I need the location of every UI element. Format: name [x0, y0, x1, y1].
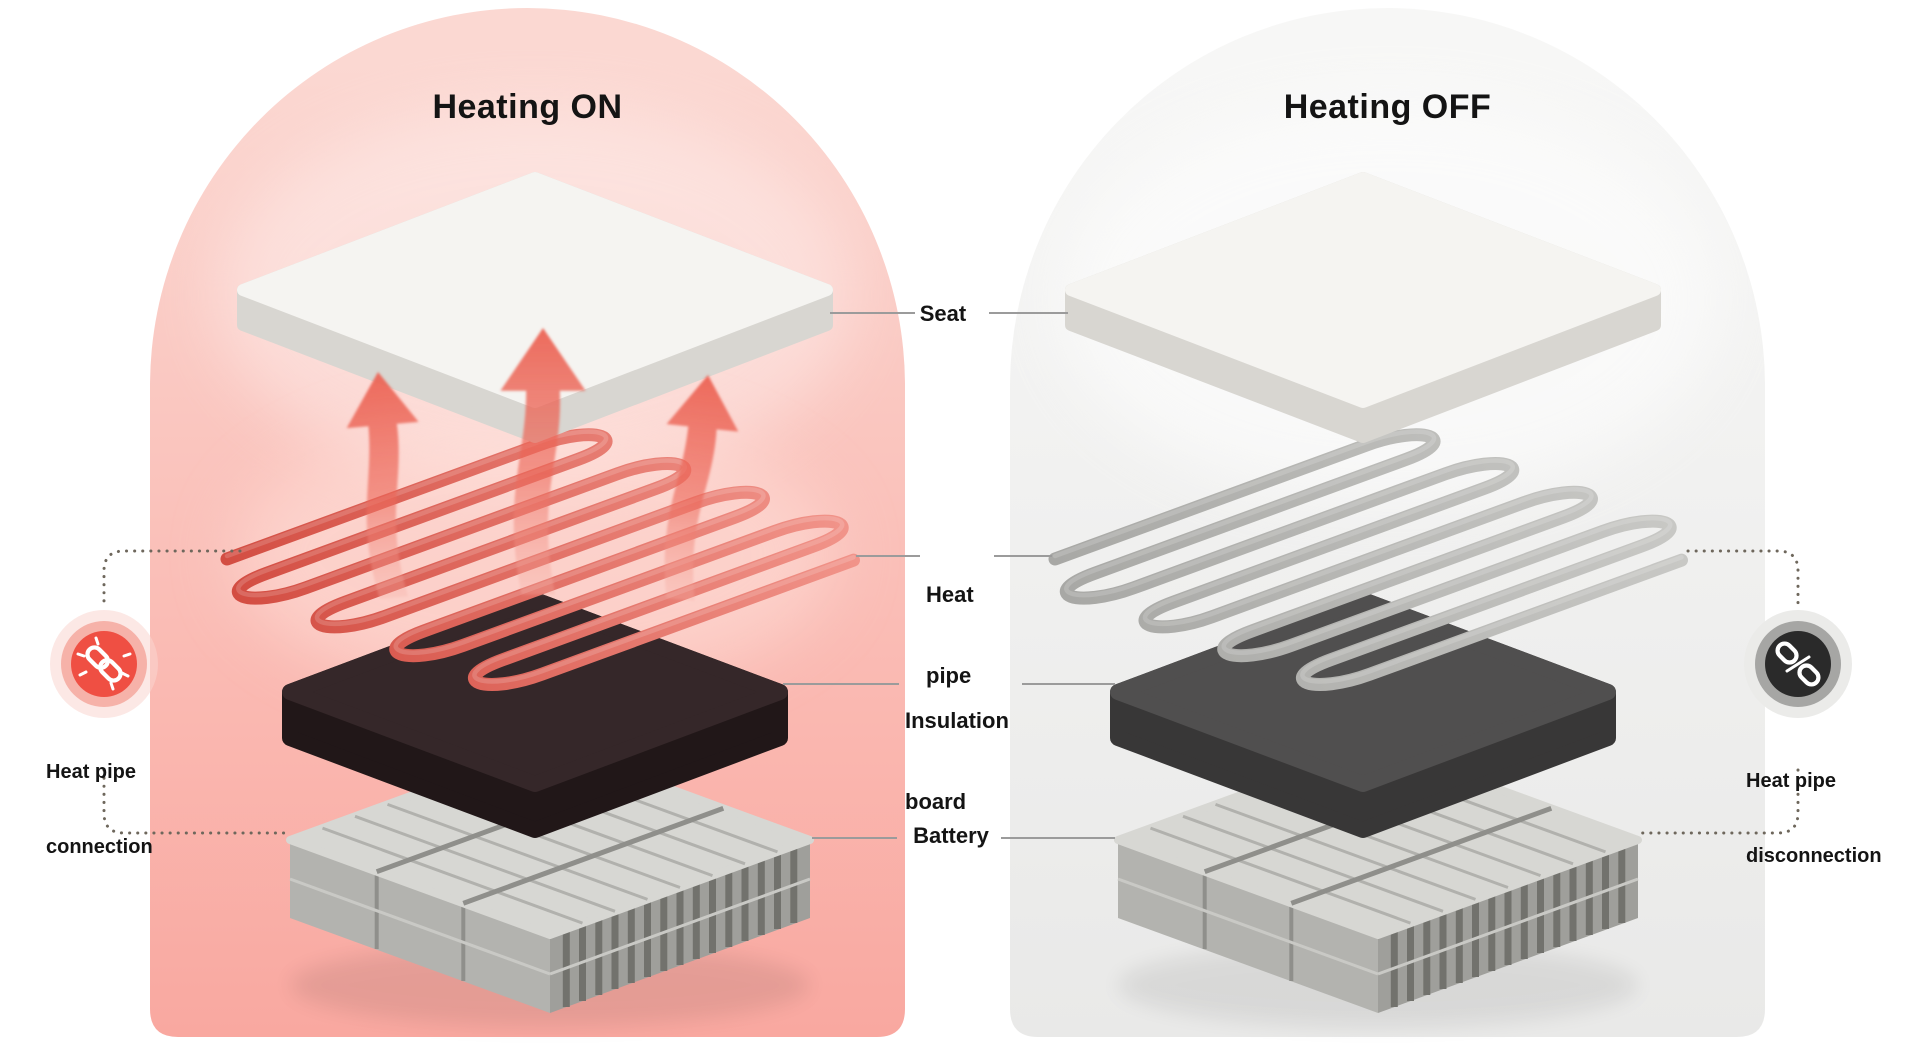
label-connector-lines: [783, 312, 1115, 839]
insulation-label-line1: Insulation: [905, 708, 1009, 733]
heat-pipe-connection-label: Heat pipe connection: [46, 710, 153, 910]
panel-heating-off: [1010, 7, 1765, 1037]
heating-on-title: Heating ON: [432, 88, 623, 126]
seat-label: Seat: [919, 301, 967, 326]
connection-label-line2: connection: [46, 836, 153, 858]
heating-off-title: Heating OFF: [1283, 88, 1492, 126]
broken-chain-link-icon: [1744, 610, 1852, 718]
disconnection-label-line1: Heat pipe: [1746, 770, 1837, 792]
insulation-board-label: Insulation board: [905, 653, 1009, 869]
spark-rays: [76, 636, 132, 691]
battery-pack-off: [1118, 745, 1638, 1027]
callout-brackets: [102, 549, 1800, 835]
chain-link-icon: [50, 610, 158, 718]
panel-heating-on: [150, 7, 905, 1037]
heat-pipe-label-line2: pipe: [926, 663, 972, 688]
connection-label-line1: Heat pipe: [46, 761, 137, 783]
battery-label: Battery: [913, 823, 989, 848]
heat-pipe-disconnection-label: Heat pipe disconnection: [1746, 719, 1882, 919]
heat-pipe-label-line1: Heat: [926, 582, 974, 607]
disconnection-bracket-top: [1686, 549, 1800, 610]
disconnection-label-line2: disconnection: [1746, 845, 1882, 867]
insulation-label-line2: board: [905, 789, 967, 814]
battery-pack-on: [290, 745, 810, 1027]
heat-pipe-label: Heat pipe: [926, 527, 974, 743]
